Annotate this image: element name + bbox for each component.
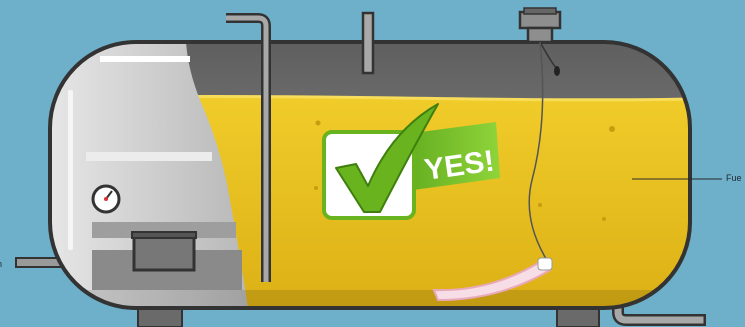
outlet-box (134, 236, 194, 270)
outlet-label: n (0, 259, 2, 269)
pressure-gauge-icon (93, 186, 119, 212)
vent-pipe (363, 13, 373, 73)
fuel-label: Fue (726, 173, 742, 183)
